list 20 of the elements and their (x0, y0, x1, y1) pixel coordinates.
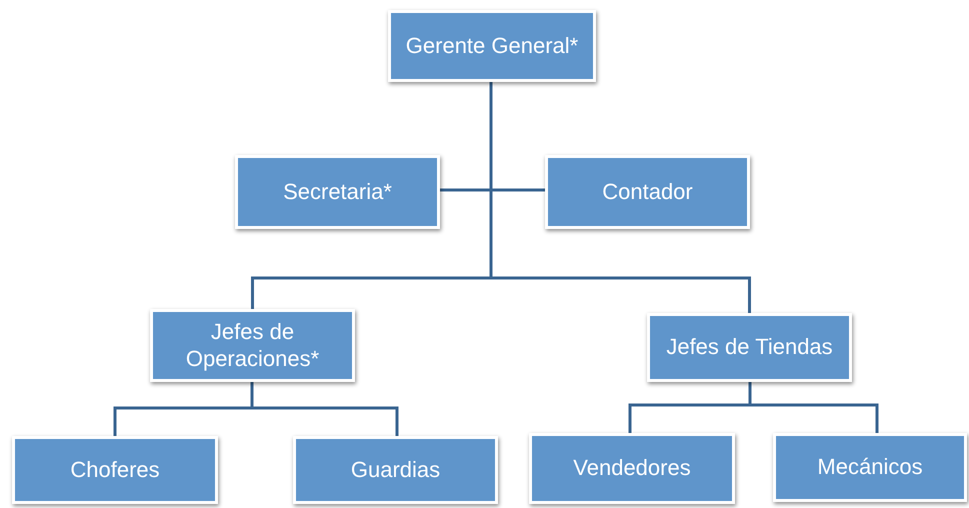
org-chart-box (545, 155, 750, 229)
position-title: Jefes de Tiendas (665, 334, 834, 361)
position-title: Gerente General* (404, 32, 580, 60)
org-chart-box (529, 433, 735, 504)
connector-line (748, 382, 878, 433)
position-title: Jefes de Operaciones* (184, 319, 320, 372)
org-chart-box (293, 436, 498, 504)
position-title: Choferes (69, 456, 161, 484)
position-title: Vendedores (572, 455, 692, 482)
org-chart-box (12, 436, 218, 504)
org-chart-box (235, 155, 440, 229)
position-title: Mecánicos (816, 454, 924, 481)
position-title: Contador (601, 178, 694, 206)
connector-line (250, 382, 398, 436)
position-title: Secretaria* (282, 178, 393, 206)
org-chart-box (647, 313, 852, 382)
org-chart-box (773, 433, 967, 502)
org-chart-box (150, 309, 355, 382)
org-chart-box (388, 10, 596, 82)
position-title: Guardias (350, 456, 442, 484)
